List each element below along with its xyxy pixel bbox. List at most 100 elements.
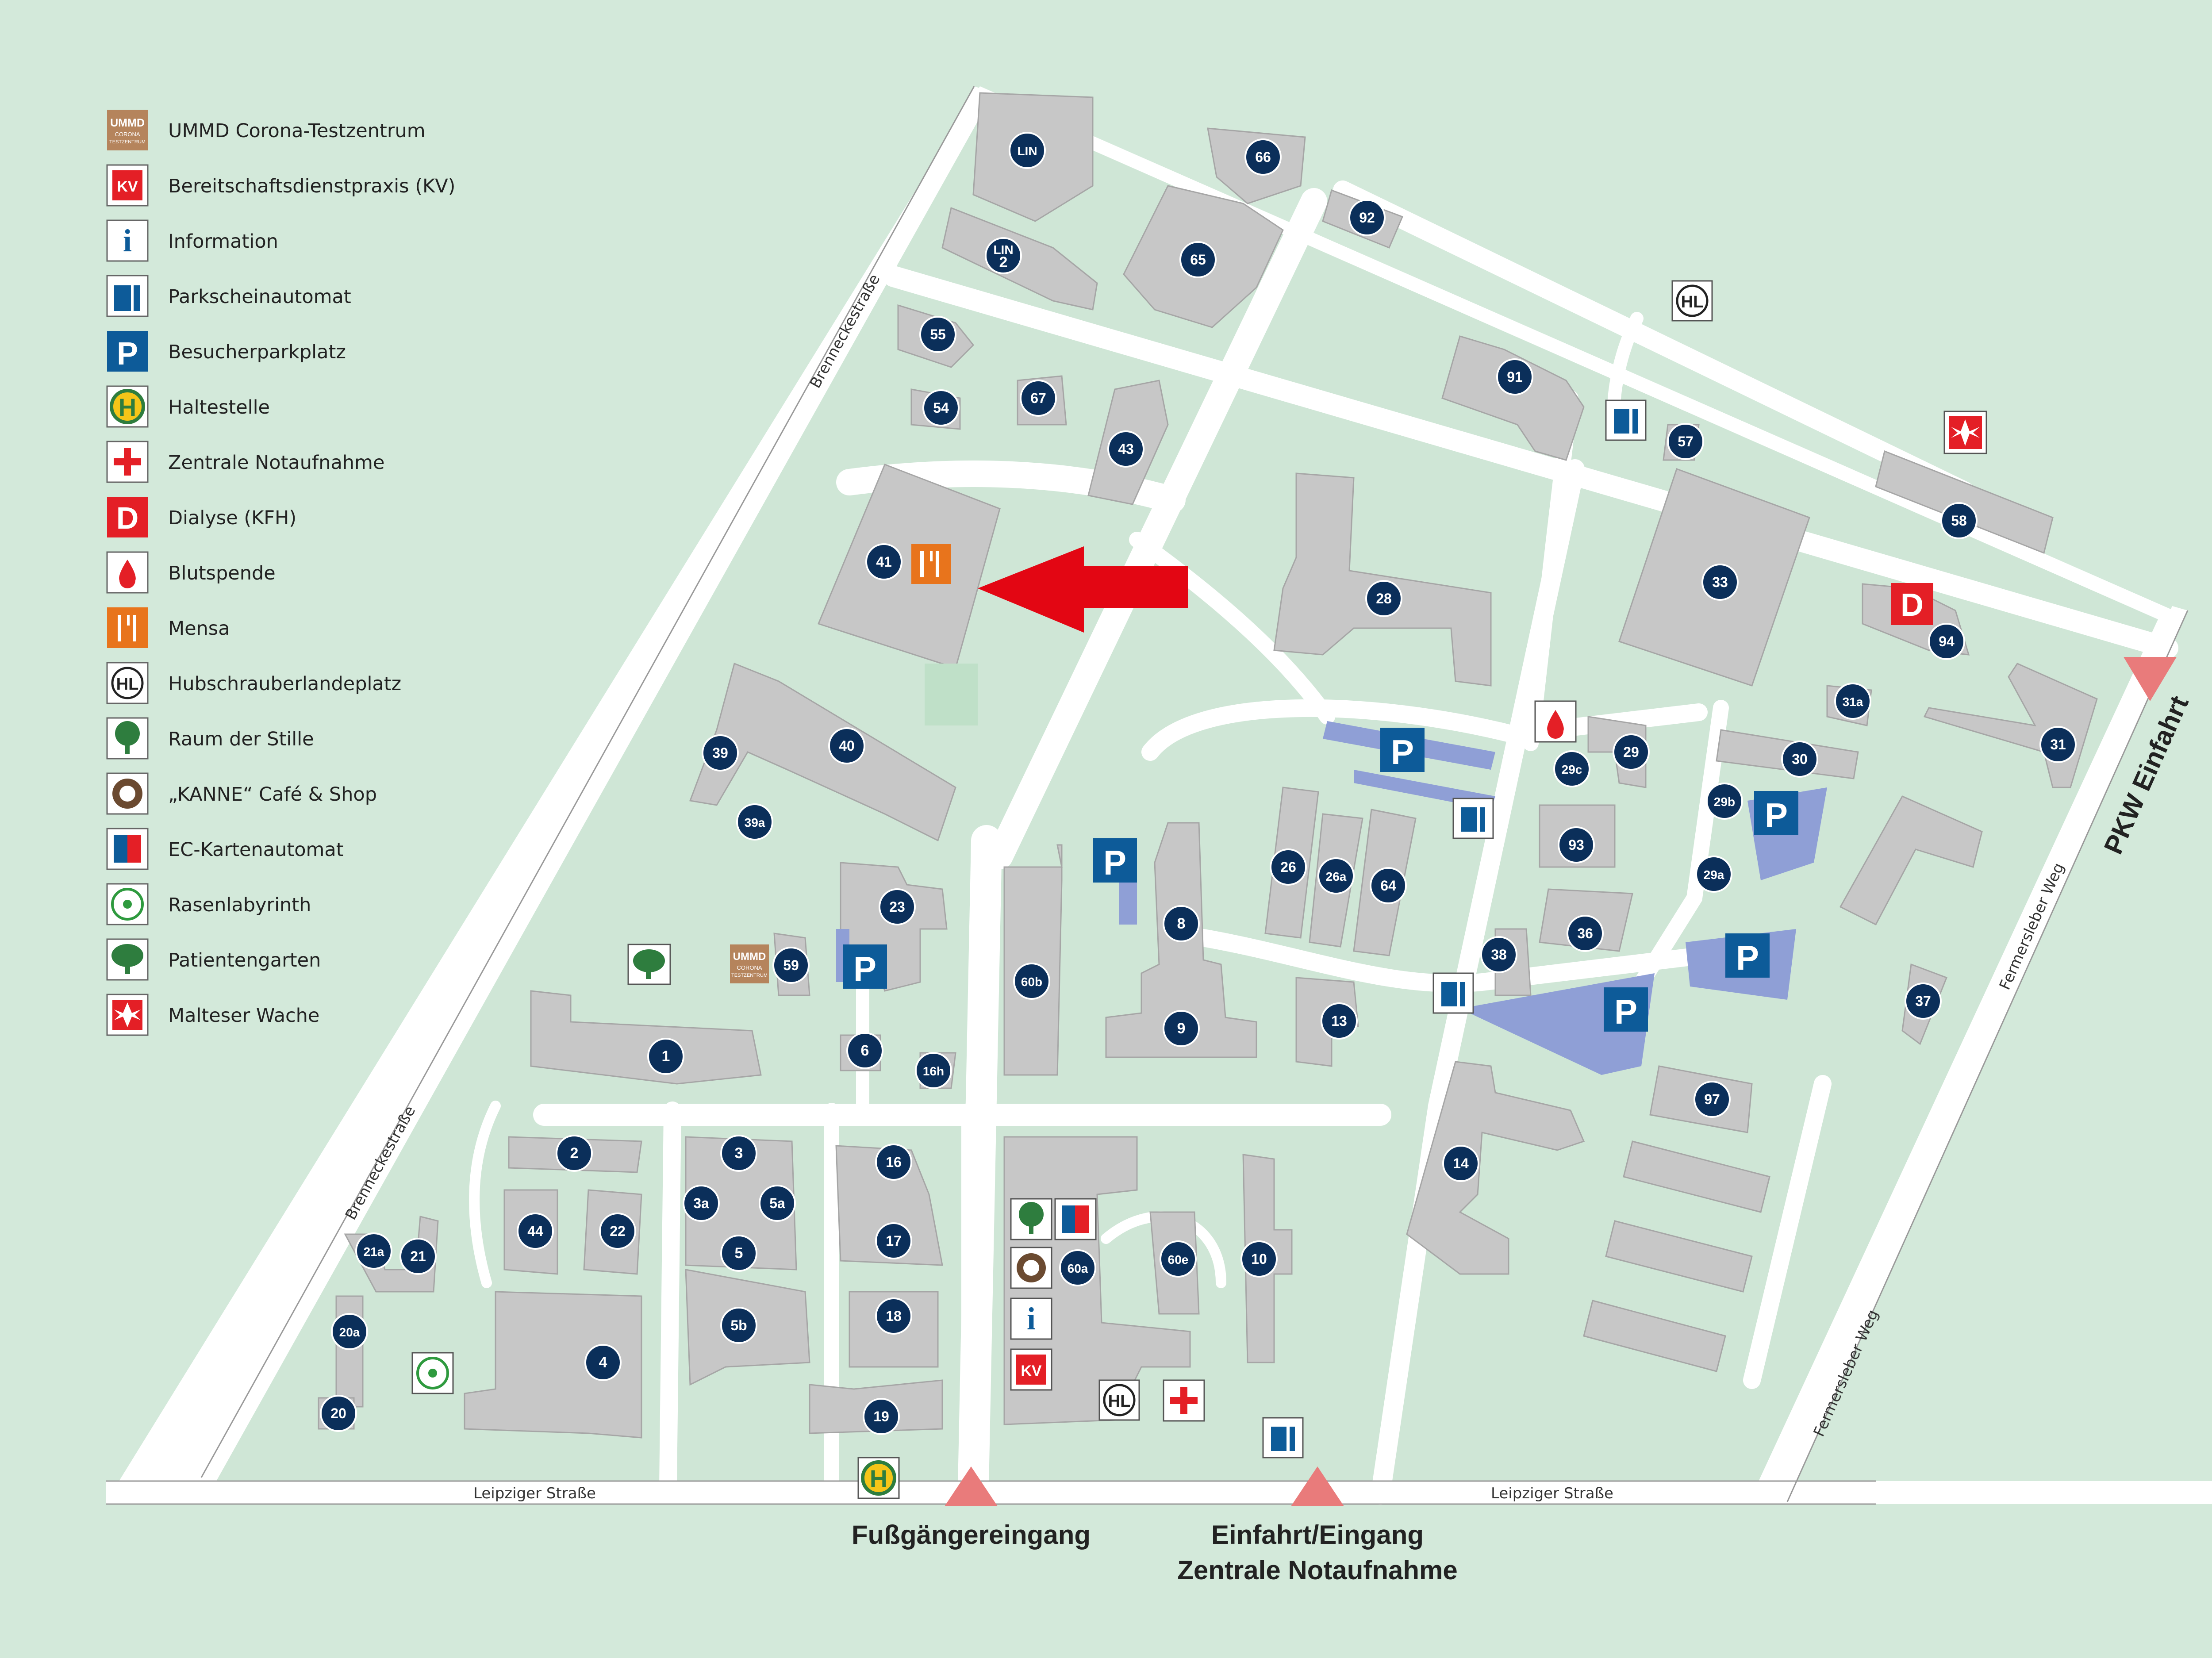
building-marker[interactable]: 40 — [828, 727, 865, 764]
building-marker[interactable]: 57 — [1667, 423, 1704, 460]
building-marker[interactable]: 16h — [915, 1052, 952, 1089]
building-marker[interactable]: 17 — [875, 1222, 912, 1259]
building-marker[interactable]: 9 — [1163, 1010, 1200, 1047]
building-marker[interactable]: 31 — [2039, 726, 2077, 763]
building-marker-circle — [915, 1052, 952, 1089]
building-marker[interactable]: 54 — [922, 389, 960, 426]
building-number: 18 — [886, 1308, 902, 1324]
cafeteria-icon — [107, 607, 148, 648]
building-marker[interactable]: 21 — [399, 1238, 437, 1275]
building-number: 20 — [330, 1405, 346, 1421]
building-marker[interactable]: 44 — [517, 1213, 554, 1250]
building-marker[interactable]: 14 — [1442, 1145, 1479, 1182]
building-marker[interactable]: 29b — [1706, 783, 1743, 820]
building-marker[interactable]: 22 — [599, 1213, 636, 1250]
building-marker[interactable]: 37 — [1905, 983, 1942, 1020]
building-marker[interactable]: 4 — [584, 1344, 622, 1381]
building-marker[interactable]: 60b — [1013, 963, 1050, 1000]
building-marker[interactable]: 97 — [1694, 1081, 1731, 1118]
building-marker[interactable]: 58 — [1940, 502, 1978, 539]
building-marker[interactable]: 6 — [846, 1032, 883, 1069]
building-marker[interactable]: 26 — [1270, 848, 1307, 886]
building-number: 36 — [1577, 925, 1593, 941]
building-marker[interactable]: 3a — [683, 1185, 720, 1222]
building-marker[interactable]: 38 — [1480, 936, 1517, 973]
building-marker[interactable]: 65 — [1179, 241, 1217, 278]
building-marker[interactable]: 5b — [720, 1307, 757, 1344]
building-marker[interactable]: 60e — [1160, 1240, 1197, 1278]
building-number: 30 — [1792, 751, 1808, 767]
building-number: 16h — [923, 1064, 944, 1078]
building-marker-circle — [865, 543, 902, 580]
building-marker[interactable]: 29 — [1613, 733, 1650, 771]
svg-text:P: P — [1614, 992, 1637, 1031]
building-marker[interactable]: 5 — [720, 1235, 757, 1272]
building-marker[interactable]: 67 — [1020, 380, 1057, 417]
maltese-cross-map-icon — [1943, 411, 1987, 454]
building-marker[interactable]: 29c — [1553, 750, 1590, 787]
building-marker[interactable]: 26a — [1317, 857, 1355, 894]
building-marker[interactable]: 2 — [556, 1135, 593, 1172]
building-marker[interactable]: 23 — [879, 888, 916, 925]
building-marker[interactable]: 33 — [1701, 564, 1739, 601]
building-marker[interactable]: 43 — [1107, 430, 1144, 468]
svg-text:CORONA: CORONA — [115, 131, 140, 138]
building-marker[interactable]: 55 — [919, 316, 956, 353]
building-marker[interactable]: 31a — [1834, 683, 1871, 720]
building-marker[interactable]: 5a — [759, 1185, 796, 1222]
garden-map-icon — [627, 944, 671, 985]
parking-map-icon: P — [1754, 791, 1798, 835]
building-marker-circle — [1370, 867, 1407, 904]
building-marker[interactable]: 64 — [1370, 867, 1407, 904]
building-marker[interactable]: 39 — [702, 734, 739, 771]
building-marker[interactable]: 13 — [1321, 1002, 1358, 1040]
building-marker[interactable]: 10 — [1240, 1240, 1278, 1278]
building-marker[interactable]: 60a — [1059, 1249, 1096, 1286]
building-number: 31 — [2050, 737, 2066, 752]
building-number: 3a — [693, 1195, 709, 1211]
building-marker[interactable]: 30 — [1781, 741, 1818, 778]
building-marker[interactable]: 28 — [1365, 580, 1402, 617]
building-marker[interactable]: 92 — [1348, 199, 1386, 236]
building-marker[interactable]: 18 — [875, 1297, 912, 1335]
legend-item: Malteser Wache — [106, 994, 319, 1036]
labyrinth-map-icon — [411, 1352, 454, 1394]
building-marker[interactable]: 20a — [331, 1313, 368, 1350]
building-marker[interactable]: 66 — [1244, 138, 1282, 176]
building-marker[interactable]: 21a — [355, 1232, 392, 1270]
building-marker-circle — [875, 1297, 912, 1335]
building-number: 17 — [886, 1233, 902, 1249]
building-marker[interactable]: 36 — [1567, 915, 1604, 952]
building-marker[interactable]: 19 — [863, 1398, 900, 1435]
ec-card-map-icon — [1054, 1198, 1097, 1240]
building-marker-circle — [1163, 905, 1200, 942]
building-number: 6 — [861, 1042, 869, 1059]
building-number: 13 — [1331, 1013, 1347, 1029]
building-marker[interactable]: 20 — [320, 1395, 357, 1432]
building-marker[interactable]: LIN — [1009, 132, 1046, 169]
building-marker[interactable]: 3 — [720, 1135, 757, 1172]
labyrinth-icon — [106, 883, 149, 925]
building-marker[interactable]: 59 — [772, 947, 810, 984]
building-marker[interactable]: 93 — [1558, 826, 1595, 864]
building-marker[interactable]: 29a — [1695, 856, 1732, 893]
building-marker[interactable]: 16 — [875, 1144, 912, 1181]
building-marker[interactable]: 1 — [647, 1038, 684, 1075]
legend-label: Blutspende — [168, 562, 276, 584]
legend-label: Zentrale Notaufnahme — [168, 452, 384, 474]
building-marker[interactable]: 8 — [1163, 905, 1200, 942]
parking-map-icon: P — [843, 944, 887, 989]
building-marker[interactable]: 94 — [1928, 623, 1965, 660]
building-marker[interactable]: 39a — [736, 803, 773, 841]
pedestrian-entrance-label: Fußgängereingang — [852, 1520, 1091, 1550]
information-icon: i — [106, 219, 149, 262]
building-number: 29 — [1623, 744, 1639, 760]
parking-map-icon: P — [1093, 838, 1137, 883]
patient-garden-grass — [925, 664, 978, 725]
building-marker[interactable]: 91 — [1496, 358, 1533, 395]
building-number: 22 — [610, 1223, 626, 1239]
legend-label: Bereitschaftsdienstpraxis (KV) — [168, 175, 455, 197]
building-marker[interactable]: 41 — [865, 543, 902, 580]
tree-map-icon — [1010, 1198, 1052, 1240]
